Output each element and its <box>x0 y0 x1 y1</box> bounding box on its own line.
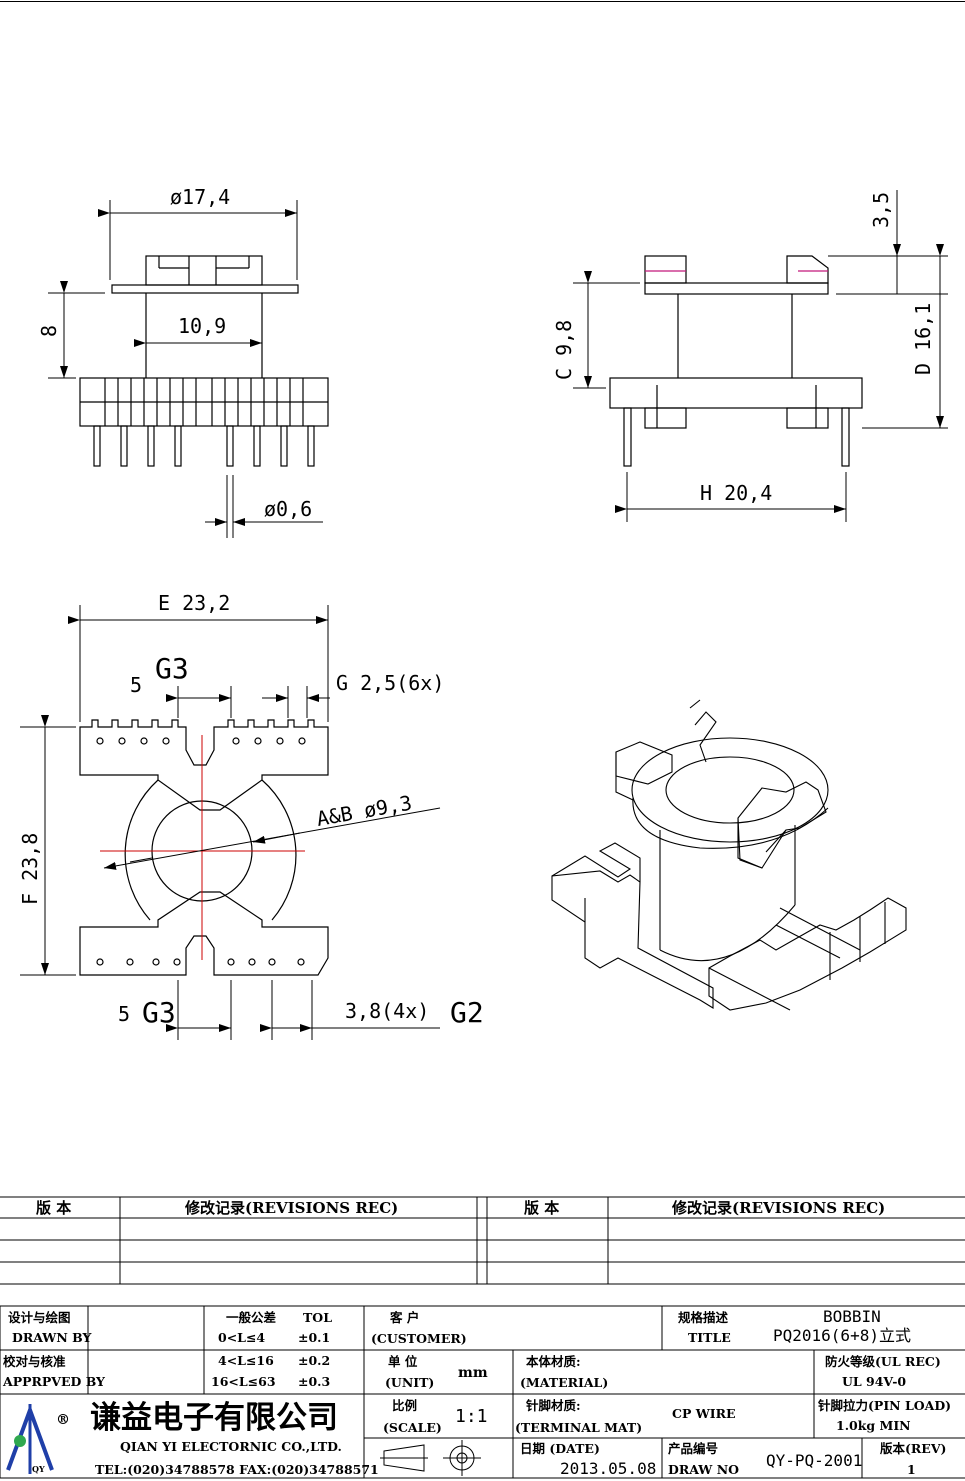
revision-value: 1 <box>907 1462 916 1477</box>
customer-cn: 客 户 <box>389 1310 419 1325</box>
logo-qy-mark: QY <box>32 1464 45 1474</box>
dim-e: E 23,2 <box>158 591 230 615</box>
fire-rating-value: UL 94V-0 <box>842 1374 906 1389</box>
side-view <box>609 255 863 467</box>
draw-no-value: QY-PQ-2001 <box>766 1451 862 1470</box>
company-phone-fax: TEL:(020)34788578 FAX:(020)34788571 <box>95 1462 379 1477</box>
terminal-material-cn: 针脚材质: <box>526 1398 581 1413</box>
terminal-material-value: CP WIRE <box>672 1406 736 1421</box>
unit-value: mm <box>458 1365 488 1381</box>
company-name-cn: 谦益电子有限公司 <box>90 1400 338 1436</box>
approved-by-en: APPRPVED BY <box>2 1374 106 1389</box>
tolerance-value-3: ±0.3 <box>298 1374 330 1389</box>
dim-d: D 16,1 <box>911 303 935 375</box>
material-en: (MATERIAL) <box>520 1375 608 1390</box>
dim-core-width: 10,9 <box>178 314 226 338</box>
unit-en: (UNIT) <box>385 1375 434 1390</box>
tolerance-range-1: 0<L≤4 <box>218 1330 265 1345</box>
tolerance-range-2: 4<L≤16 <box>218 1353 274 1368</box>
scale-cn: 比例 <box>392 1398 417 1413</box>
revision-cn: 版本(REV) <box>880 1441 946 1456</box>
tolerance-en: TOL <box>303 1310 332 1325</box>
title-block-grid <box>0 1305 965 1479</box>
title-line-1: BOBBIN <box>823 1307 881 1326</box>
company-name-en: QIAN YI ELECTORNIC CO.,LTD. <box>120 1439 342 1454</box>
dim-g3-top-label: G3 <box>155 652 189 685</box>
date-cn: 日期 (DATE) <box>520 1441 600 1456</box>
dim-ab: A&B ø9,3 <box>315 791 414 831</box>
dim-g3-top-value: 5 <box>130 673 142 697</box>
scale-en: (SCALE) <box>383 1420 442 1435</box>
dim-g3-bottom-value: 5 <box>118 1002 130 1026</box>
center-lines <box>100 735 305 960</box>
rev-record-header-left: 修改记录(REVISIONS REC) <box>184 1199 398 1217</box>
unit-cn: 单 位 <box>388 1354 418 1369</box>
projection-symbol <box>380 1440 481 1476</box>
drawn-by-cn: 设计与绘图 <box>8 1310 71 1325</box>
scale-value: 1:1 <box>455 1406 488 1427</box>
title-line-2: PQ2016(6+8)立式 <box>773 1326 911 1345</box>
dim-g3-bottom-label: G3 <box>142 996 176 1029</box>
dim-pin-diameter: ø0,6 <box>264 497 312 521</box>
dim-height: 8 <box>37 325 61 337</box>
dim-outer-diameter: ø17,4 <box>170 185 230 209</box>
customer-en: (CUSTOMER) <box>371 1331 467 1346</box>
dim-g2-label: G2 <box>450 996 484 1029</box>
rev-version-header-left: 版 本 <box>36 1199 71 1217</box>
terminal-material-en: (TERMINAL MAT) <box>515 1420 642 1435</box>
approved-by-cn: 校对与核准 <box>3 1354 66 1369</box>
bottom-view <box>79 719 329 976</box>
side-view-dims <box>573 190 948 522</box>
draw-no-en: DRAW NO <box>668 1462 739 1477</box>
front-view-dims <box>48 200 323 538</box>
pin-load-cn: 针脚拉力(PIN LOAD) <box>818 1398 951 1413</box>
isometric-view <box>551 699 907 1011</box>
tolerance-value-2: ±0.2 <box>298 1353 330 1368</box>
drawn-by-en: DRAWN BY <box>12 1330 92 1345</box>
tolerance-value-1: ±0.1 <box>298 1330 330 1345</box>
revisions-table <box>0 1196 965 1285</box>
date-value: 2013.05.08 <box>560 1459 656 1478</box>
draw-no-cn: 产品编号 <box>668 1441 718 1456</box>
rev-record-header-right: 修改记录(REVISIONS REC) <box>671 1199 885 1217</box>
dim-g: G 2,5(6x) <box>336 671 444 695</box>
dim-h: H 20,4 <box>700 481 772 505</box>
rev-version-header-right: 版 本 <box>524 1199 559 1217</box>
bottom-view-dims <box>20 605 441 1040</box>
dim-flange: 3,5 <box>869 192 893 228</box>
tolerance-range-3: 16<L≤63 <box>211 1374 276 1389</box>
front-view <box>79 255 329 467</box>
dim-g2-value: 3,8(4x) <box>345 999 429 1023</box>
title-en: TITLE <box>688 1330 731 1345</box>
company-logo: ® QY <box>6 1404 70 1474</box>
pin-load-value: 1.0kg MIN <box>836 1418 911 1433</box>
title-cn: 规格描述 <box>678 1310 729 1325</box>
tolerance-cn: 一般公差 <box>226 1310 276 1325</box>
dim-f: F 23,8 <box>18 833 42 905</box>
fire-rating-cn: 防火等级(UL REC) <box>825 1354 941 1369</box>
logo-registered-mark: ® <box>56 1412 70 1428</box>
dim-c: C 9,8 <box>552 320 576 380</box>
material-cn: 本体材质: <box>526 1354 581 1369</box>
